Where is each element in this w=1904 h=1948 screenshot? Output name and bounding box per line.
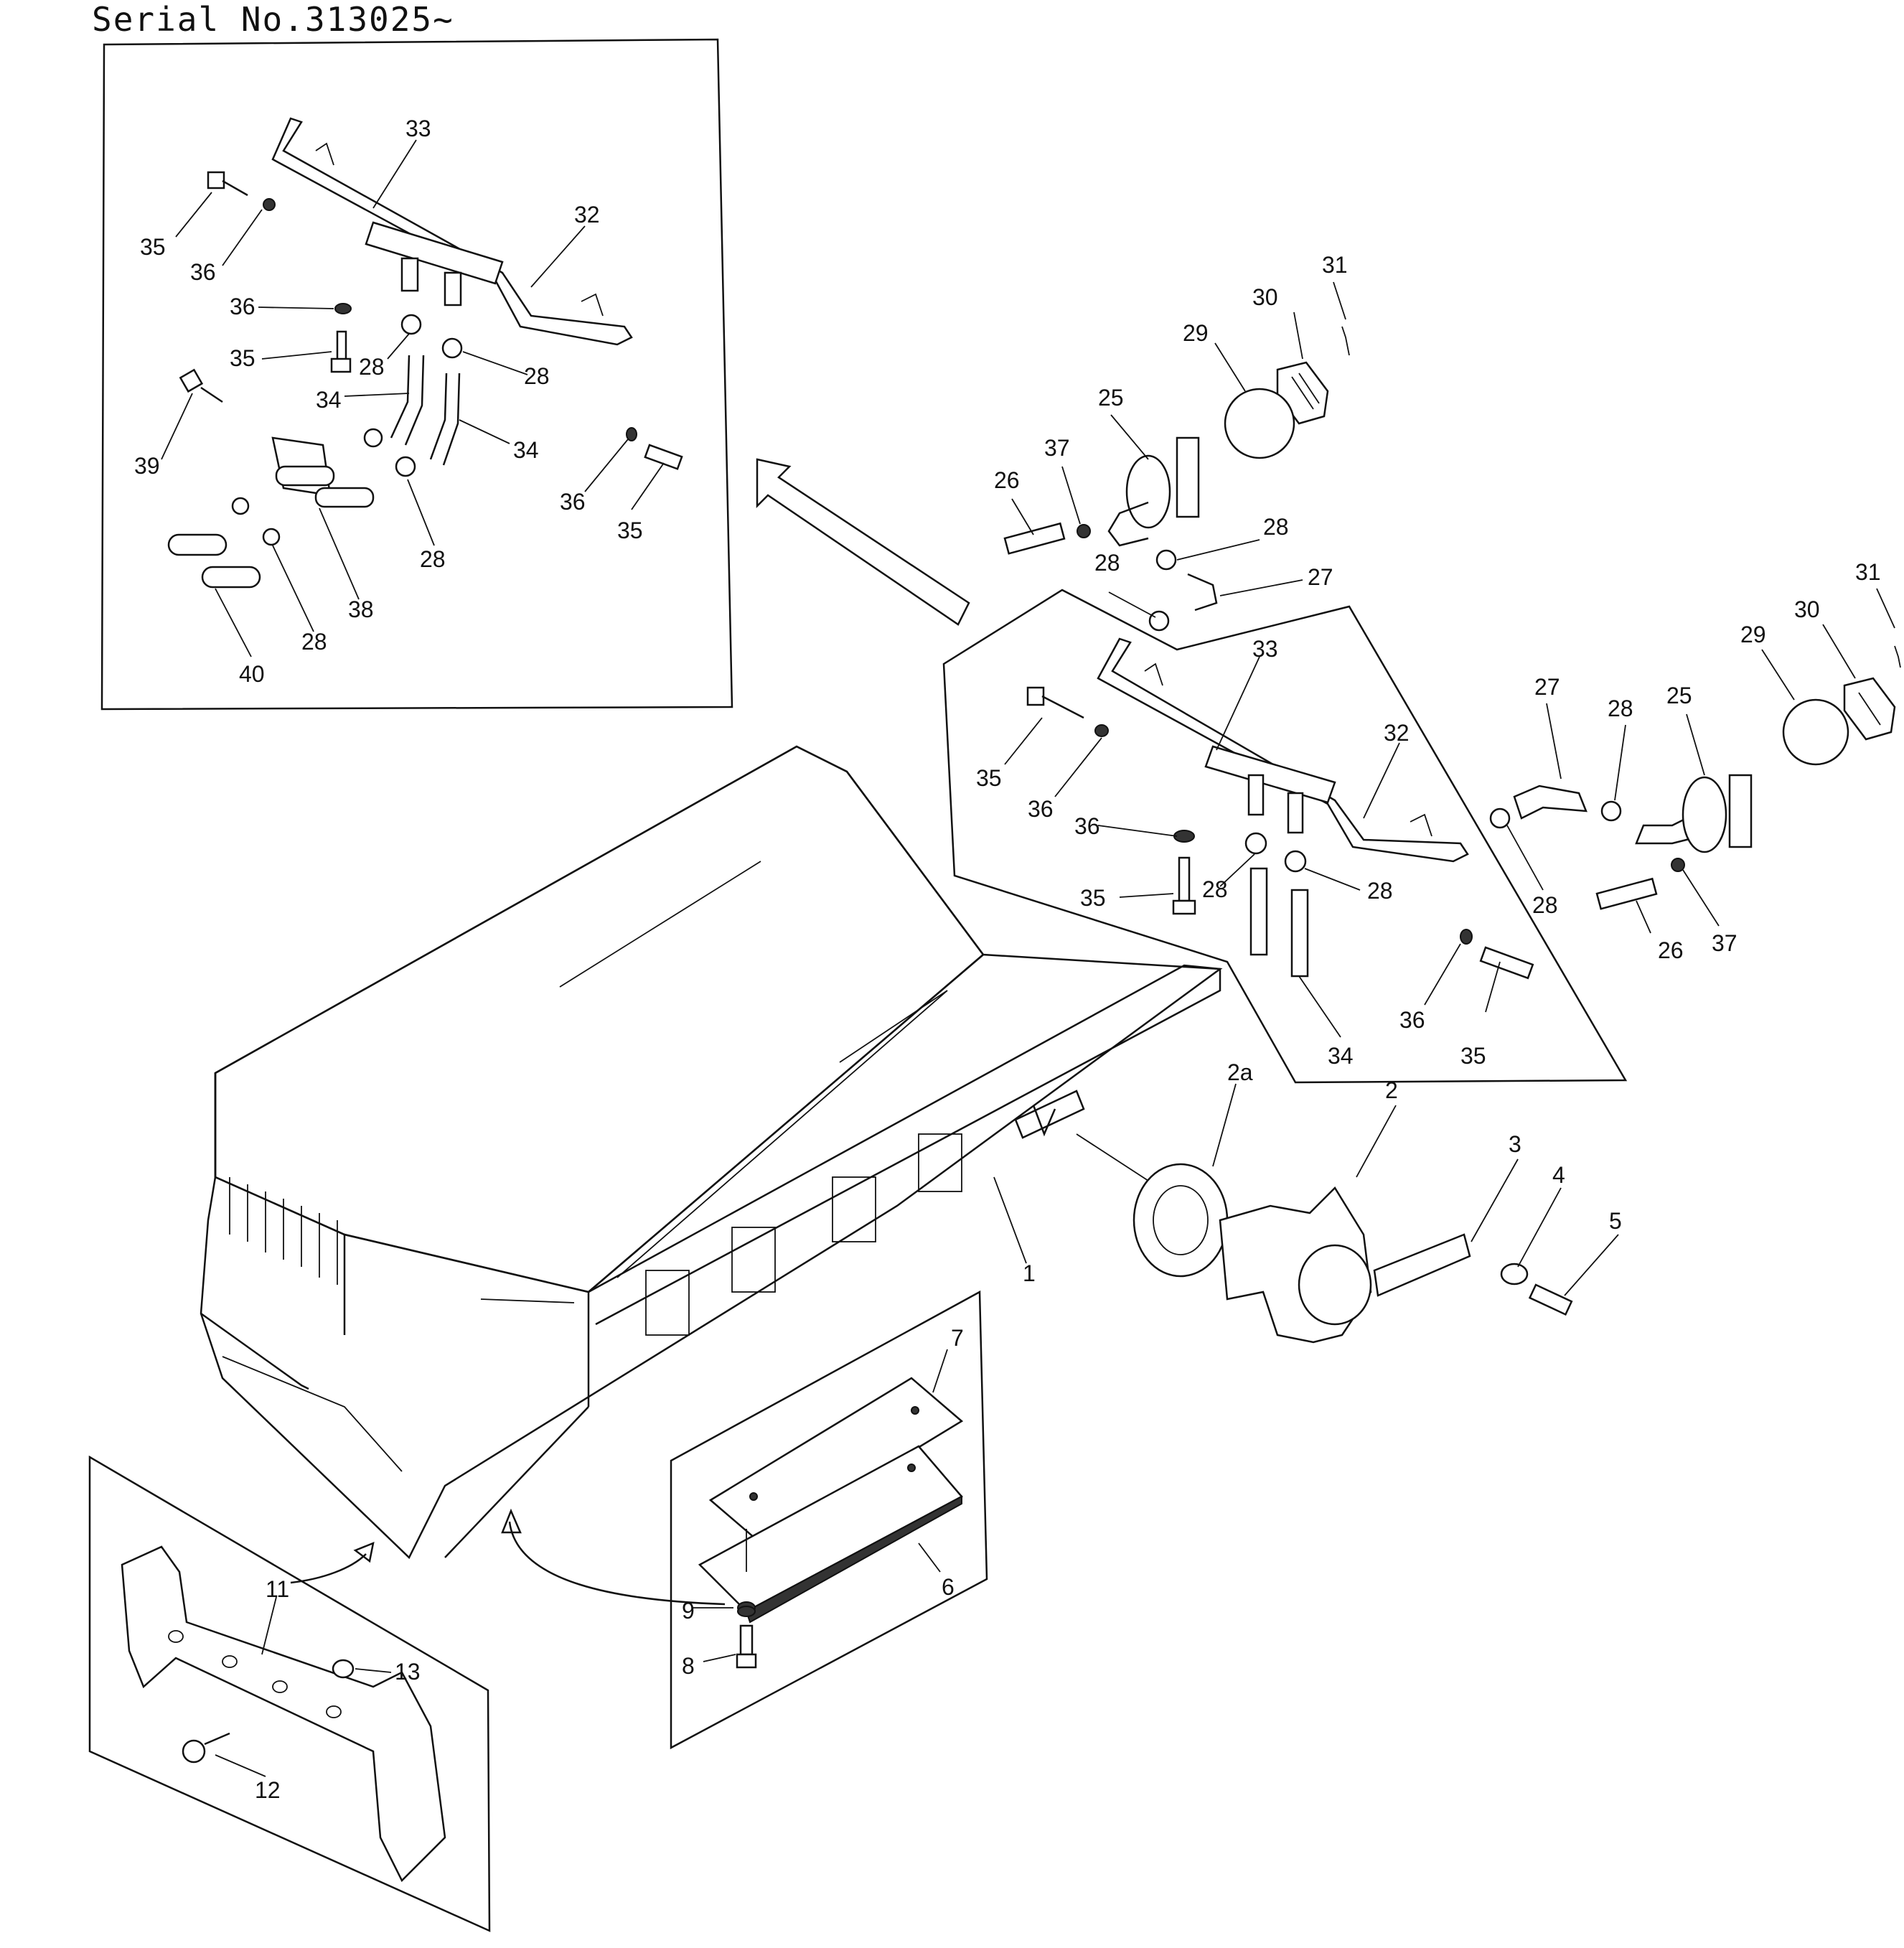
callout-lm-6: 6 bbox=[942, 1574, 955, 1600]
callout-lr-5: 5 bbox=[1609, 1208, 1622, 1234]
callout-inset-35c: 35 bbox=[617, 518, 643, 543]
callout-dr-28a: 28 bbox=[1202, 876, 1228, 902]
callout-lm-7: 7 bbox=[951, 1325, 964, 1351]
direction-arrow bbox=[756, 458, 970, 626]
callout-dr-30: 30 bbox=[1794, 596, 1820, 622]
callout-ur-30: 30 bbox=[1252, 284, 1278, 310]
callout-dr-29: 29 bbox=[1740, 622, 1766, 647]
callout-dr-34: 34 bbox=[1328, 1043, 1354, 1069]
callout-ur-27: 27 bbox=[1308, 564, 1333, 590]
callout-dr-28b: 28 bbox=[1367, 878, 1393, 904]
callout-ur-29: 29 bbox=[1183, 320, 1209, 346]
callout-inset-28d: 28 bbox=[301, 629, 327, 655]
detail-panel-right bbox=[942, 588, 1901, 1084]
lower-right-parts bbox=[993, 1083, 1619, 1344]
callout-ur-28b: 28 bbox=[1094, 550, 1120, 576]
callout-inset-36b: 36 bbox=[230, 294, 255, 319]
callout-dr-36b: 36 bbox=[1074, 813, 1100, 839]
callout-inset-36c: 36 bbox=[560, 489, 586, 515]
callout-dr-37: 37 bbox=[1712, 930, 1737, 956]
callout-lr-1: 1 bbox=[1023, 1260, 1036, 1286]
hood-main-body bbox=[200, 745, 1223, 1560]
callout-dr-32: 32 bbox=[1384, 720, 1410, 746]
callout-inset-34b: 34 bbox=[513, 437, 539, 463]
callout-ur-28a: 28 bbox=[1263, 514, 1289, 540]
callout-ur-37: 37 bbox=[1044, 435, 1070, 461]
callout-inset-33: 33 bbox=[405, 116, 431, 141]
callout-lr-2a: 2a bbox=[1227, 1059, 1253, 1085]
callout-dr-31: 31 bbox=[1855, 559, 1881, 585]
callout-inset-35b: 35 bbox=[230, 345, 255, 371]
callout-dr-35c: 35 bbox=[1460, 1043, 1486, 1069]
callout-dr-33: 33 bbox=[1252, 636, 1278, 662]
bolt-35-top bbox=[207, 171, 248, 197]
callout-inset-35a: 35 bbox=[140, 234, 166, 260]
callout-inset-28b: 28 bbox=[524, 363, 550, 389]
callout-inset-36a: 36 bbox=[190, 259, 216, 285]
callout-dr-26: 26 bbox=[1658, 937, 1684, 963]
callout-dr-36a: 36 bbox=[1028, 796, 1054, 822]
callout-lr-4: 4 bbox=[1552, 1162, 1565, 1188]
lower-middle-box bbox=[501, 1290, 988, 1750]
callout-ll-12: 12 bbox=[255, 1777, 281, 1803]
lower-left-box bbox=[88, 1455, 491, 1932]
callout-inset-39: 39 bbox=[134, 453, 160, 479]
callout-lr-2: 2 bbox=[1385, 1077, 1398, 1103]
callout-lm-9: 9 bbox=[682, 1598, 695, 1624]
callout-lr-3: 3 bbox=[1509, 1131, 1521, 1157]
callout-inset-28c: 28 bbox=[420, 546, 446, 572]
callout-ur-31: 31 bbox=[1322, 252, 1348, 278]
callout-dr-35a: 35 bbox=[976, 765, 1002, 791]
callout-dr-28c: 28 bbox=[1532, 892, 1558, 918]
callout-dr-28d: 28 bbox=[1608, 696, 1633, 721]
callout-ur-25: 25 bbox=[1098, 385, 1124, 411]
callout-inset-32: 32 bbox=[574, 202, 600, 228]
callout-inset-38: 38 bbox=[348, 596, 374, 622]
inset-box-top-left bbox=[100, 38, 733, 711]
callout-inset-40: 40 bbox=[239, 661, 265, 687]
callout-lm-8: 8 bbox=[682, 1653, 695, 1679]
callout-inset-34a: 34 bbox=[316, 387, 342, 413]
callout-dr-36c: 36 bbox=[1399, 1007, 1425, 1033]
callout-ur-26: 26 bbox=[994, 467, 1020, 493]
serial-number-title: Serial No.313025~ bbox=[92, 0, 454, 39]
callout-dr-35b: 35 bbox=[1080, 885, 1106, 911]
callout-inset-28a: 28 bbox=[359, 354, 385, 380]
callout-dr-27: 27 bbox=[1534, 674, 1560, 700]
callout-labels: 33 32 35 36 36 35 28 28 34 34 39 36 35 2… bbox=[134, 116, 1881, 1803]
callout-ll-13: 13 bbox=[395, 1659, 421, 1685]
callout-ll-11: 11 bbox=[266, 1576, 289, 1602]
callout-dr-25: 25 bbox=[1666, 683, 1692, 708]
upper-right-parts bbox=[1003, 281, 1350, 632]
